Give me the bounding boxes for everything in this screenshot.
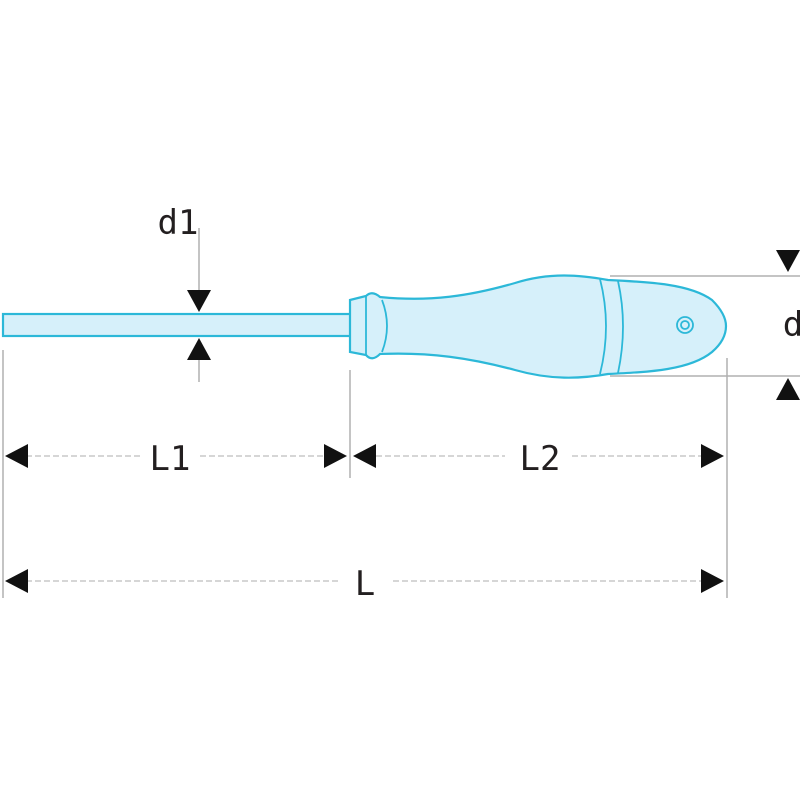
L2-arrow-left-icon xyxy=(353,444,376,468)
screwdriver-drawing xyxy=(1,274,728,379)
L-arrow-left-icon xyxy=(5,569,28,593)
L2-label: L2 xyxy=(520,439,561,479)
L1-arrow-right-icon xyxy=(324,444,347,468)
dimension-L1: L1 xyxy=(5,439,347,479)
dimension-d: d xyxy=(776,250,800,400)
d1-arrow-up-icon xyxy=(187,338,211,360)
hang-hole-icon xyxy=(676,316,694,334)
L1-label: L1 xyxy=(150,439,191,479)
dimension-L2: L2 xyxy=(353,439,724,479)
handle xyxy=(348,274,728,379)
d-label: d xyxy=(783,305,800,345)
L-label: L xyxy=(355,564,375,604)
handle-ferrule-curve xyxy=(381,299,388,353)
L-arrow-right-icon xyxy=(701,569,724,593)
dimension-L: L xyxy=(5,564,724,604)
extension-lines xyxy=(2,228,800,598)
handle-grip-line-2 xyxy=(617,280,624,374)
d1-label: d1 xyxy=(158,203,199,243)
shaft xyxy=(1,312,355,338)
d-arrow-down-icon xyxy=(776,250,800,272)
L1-arrow-left-icon xyxy=(5,444,28,468)
dimension-d1: d1 xyxy=(158,203,211,360)
hang-hole-inner-icon xyxy=(680,320,690,330)
d-arrow-up-icon xyxy=(776,378,800,400)
handle-grip-line-1 xyxy=(599,278,607,375)
L2-arrow-right-icon xyxy=(701,444,724,468)
d1-arrow-down-icon xyxy=(187,290,211,312)
